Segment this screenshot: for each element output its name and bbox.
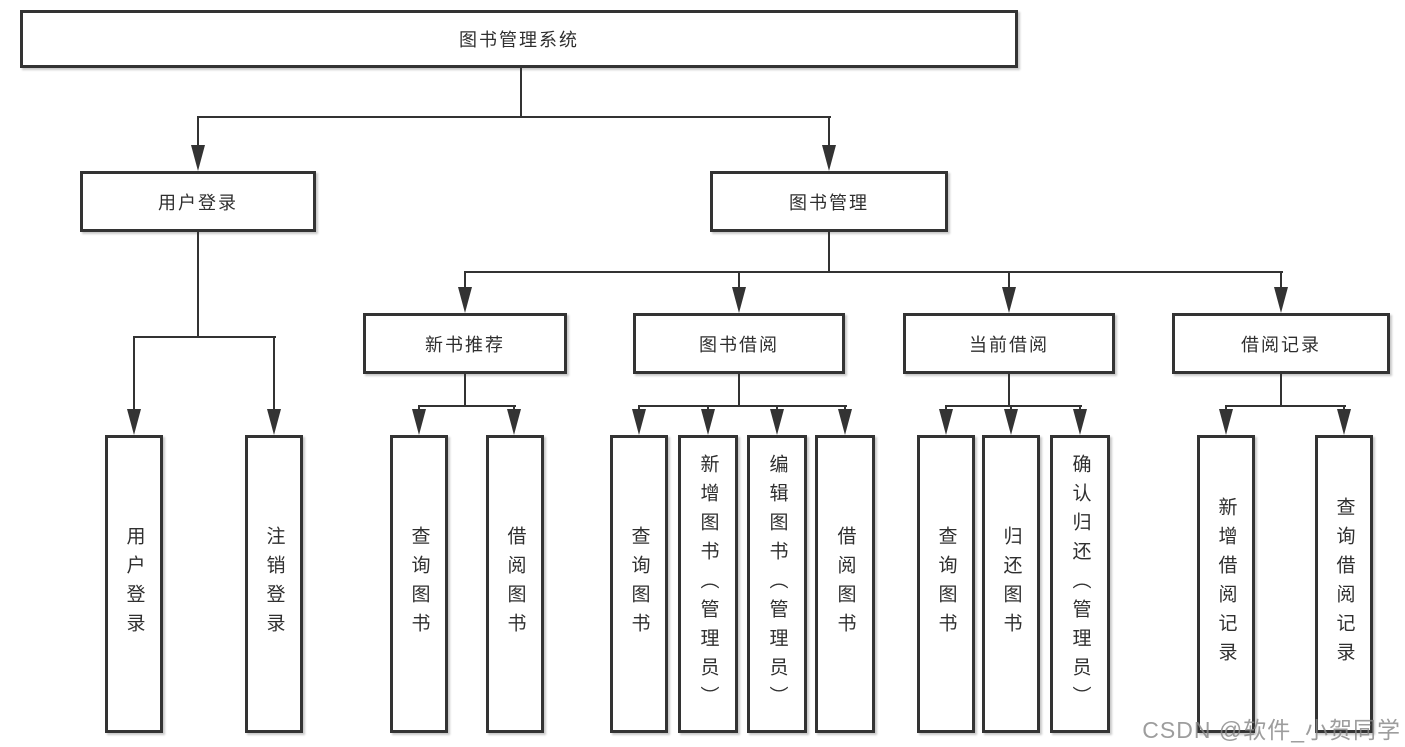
leaf-confirm-return-admin: 确认归还（管理员） (1050, 435, 1110, 733)
node-book-management: 图书管理 (710, 171, 948, 232)
connector-vline (828, 232, 830, 272)
connector-hline (464, 271, 1283, 273)
connector-vline (197, 232, 199, 337)
node-label: 用户登录 (158, 192, 238, 213)
arrowhead-down-icon (1337, 409, 1351, 435)
arrowhead-down-icon (507, 409, 521, 435)
leaf-query-books-recommend: 查询图书 (390, 435, 448, 733)
leaf-label: 新增借阅记录 (1215, 497, 1237, 671)
leaf-label: 用户登录 (123, 526, 145, 642)
node-label: 当前借阅 (969, 334, 1049, 355)
leaf-logout: 注销登录 (245, 435, 303, 733)
leaf-label: 借阅图书 (504, 526, 526, 642)
connector-vline (828, 117, 830, 150)
node-label: 新书推荐 (425, 334, 505, 355)
connector-hline (945, 405, 1082, 407)
leaf-query-books-current: 查询图书 (917, 435, 975, 733)
leaf-return-books: 归还图书 (982, 435, 1040, 733)
node-new-book-recommendation: 新书推荐 (363, 313, 567, 374)
leaf-label: 查询借阅记录 (1333, 497, 1355, 671)
leaf-label: 注销登录 (263, 526, 285, 642)
node-book-borrowing: 图书借阅 (633, 313, 845, 374)
arrowhead-down-icon (1274, 287, 1288, 313)
node-label: 图书借阅 (699, 334, 779, 355)
leaf-query-books-borrowing: 查询图书 (610, 435, 668, 733)
arrowhead-down-icon (701, 409, 715, 435)
arrowhead-down-icon (822, 145, 836, 171)
connector-hline (197, 116, 831, 118)
arrowhead-down-icon (1004, 409, 1018, 435)
arrowhead-down-icon (1002, 287, 1016, 313)
node-label: 图书管理 (789, 192, 869, 213)
arrowhead-down-icon (458, 287, 472, 313)
node-borrowing-records: 借阅记录 (1172, 313, 1390, 374)
leaf-label: 确认归还（管理员） (1069, 453, 1091, 715)
arrowhead-down-icon (1073, 409, 1087, 435)
leaf-label: 查询图书 (628, 526, 650, 642)
leaf-borrow-books: 借阅图书 (815, 435, 875, 733)
leaf-label: 查询图书 (408, 526, 430, 642)
connector-hline (133, 336, 276, 338)
node-label: 借阅记录 (1241, 334, 1321, 355)
connector-hline (638, 405, 847, 407)
leaf-borrow-books-recommend: 借阅图书 (486, 435, 544, 733)
arrowhead-down-icon (127, 409, 141, 435)
leaf-label: 查询图书 (935, 526, 957, 642)
leaf-label: 归还图书 (1000, 526, 1022, 642)
leaf-label: 借阅图书 (834, 526, 856, 642)
connector-vline (1008, 272, 1010, 290)
connector-vline (738, 374, 740, 406)
node-label: 图书管理系统 (459, 30, 579, 50)
arrowhead-down-icon (838, 409, 852, 435)
connector-vline (133, 337, 135, 412)
connector-vline (464, 272, 466, 290)
node-book-management-system: 图书管理系统 (20, 10, 1018, 68)
leaf-user-login: 用户登录 (105, 435, 163, 733)
connector-vline (1008, 374, 1010, 406)
arrowhead-down-icon (732, 287, 746, 313)
leaf-edit-books-admin: 编辑图书（管理员） (747, 435, 807, 733)
arrowhead-down-icon (939, 409, 953, 435)
connector-vline (738, 272, 740, 290)
leaf-label: 新增图书（管理员） (697, 453, 719, 715)
connector-vline (520, 68, 522, 117)
connector-vline (1280, 272, 1282, 290)
arrowhead-down-icon (1219, 409, 1233, 435)
arrowhead-down-icon (412, 409, 426, 435)
connector-vline (464, 374, 466, 406)
connector-hline (1225, 405, 1346, 407)
csdn-watermark: CSDN @软件_小贺同学 (1142, 717, 1401, 743)
leaf-add-books-admin: 新增图书（管理员） (678, 435, 738, 733)
arrowhead-down-icon (267, 409, 281, 435)
arrowhead-down-icon (770, 409, 784, 435)
connector-vline (273, 337, 275, 412)
connector-hline (418, 405, 516, 407)
connector-vline (1280, 374, 1282, 406)
node-current-borrowing: 当前借阅 (903, 313, 1115, 374)
leaf-label: 编辑图书（管理员） (766, 453, 788, 715)
arrowhead-down-icon (632, 409, 646, 435)
connector-vline (197, 117, 199, 150)
arrowhead-down-icon (191, 145, 205, 171)
leaf-add-borrow-record: 新增借阅记录 (1197, 435, 1255, 733)
node-user-login: 用户登录 (80, 171, 316, 232)
leaf-query-borrow-record: 查询借阅记录 (1315, 435, 1373, 733)
